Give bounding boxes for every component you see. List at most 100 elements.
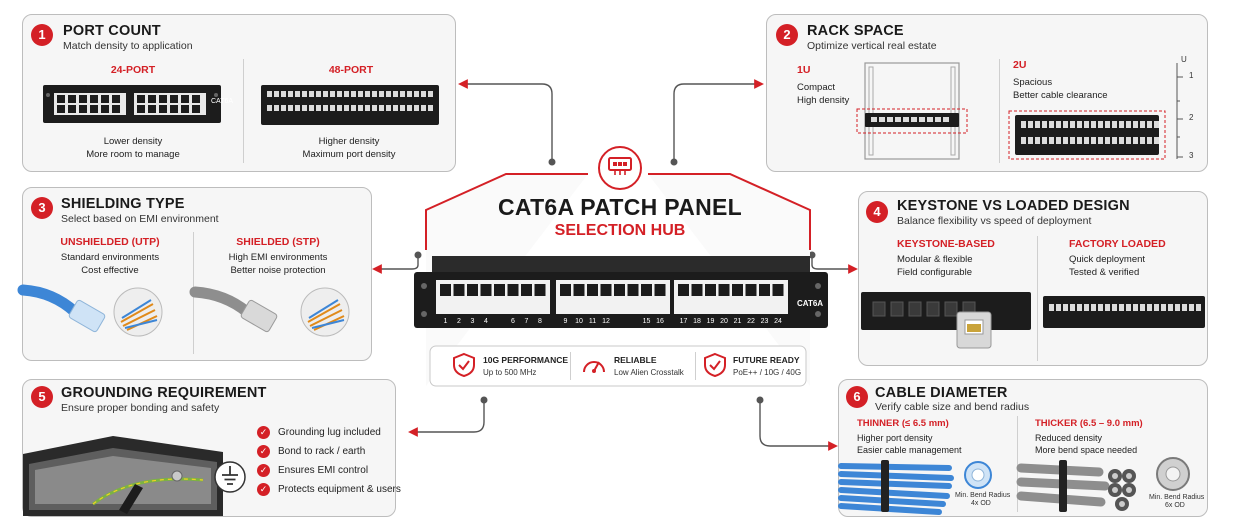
option-label: UNSHIELDED (UTP) (60, 236, 160, 248)
port-jack (1133, 121, 1138, 128)
port-number: 6 (511, 318, 515, 325)
port-jack (1182, 304, 1187, 311)
option-line1: Compact (797, 82, 836, 93)
port-jack (57, 105, 65, 113)
port-jack (1175, 304, 1180, 311)
port-number: 11 (588, 318, 597, 325)
port-jack (1189, 304, 1194, 311)
option-line1: Modular & flexible (897, 254, 973, 265)
port-jack (1105, 137, 1110, 144)
card-number: 3 (31, 197, 53, 219)
check-item: Protects equipment & users (278, 484, 401, 495)
port-jack (1119, 304, 1124, 311)
port-jack (1035, 137, 1040, 144)
option-label: FACTORY LOADED (1069, 238, 1166, 250)
port-jack (170, 95, 178, 103)
option-line2: Better noise protection (230, 265, 326, 276)
card-keystone: 4 KEYSTONE VS LOADED DESIGN Balance flex… (858, 191, 1208, 366)
port-number: 21 (733, 318, 742, 325)
port-jack (600, 284, 612, 296)
port-jack (1063, 121, 1068, 128)
port-jack (1049, 304, 1054, 311)
port-jack (358, 91, 363, 97)
card-subtitle: Optimize vertical real estate (807, 40, 937, 52)
card-rack-space: 2 RACK SPACE Optimize vertical real esta… (766, 14, 1208, 172)
port-jack (641, 284, 652, 296)
port-jack (1070, 304, 1075, 311)
port-jack (436, 280, 550, 314)
card-subtitle: Ensure proper bonding and safety (61, 402, 220, 414)
port-jack (288, 91, 293, 97)
feature-title: RELIABLE (614, 355, 657, 365)
port-jack (414, 91, 419, 97)
port-jack (79, 105, 87, 113)
port-jack (101, 105, 109, 113)
port-number: 18 (693, 318, 701, 325)
card-number: 1 (31, 24, 53, 46)
port-jack (1056, 137, 1061, 144)
hub-emblem (598, 146, 642, 190)
option-line2: Maximum port density (302, 149, 396, 160)
port-jack (654, 284, 666, 296)
port-jack (494, 284, 505, 296)
port-jack (1021, 137, 1026, 144)
option-line2: Cost effective (81, 265, 139, 276)
port-jack (1049, 137, 1054, 144)
port-jack (302, 91, 307, 97)
check-item: Grounding lug included (278, 427, 381, 438)
port-number: 24 (774, 318, 782, 325)
patch-panel-48-image (261, 85, 439, 125)
option-line1: Standard environments (60, 252, 160, 263)
card-title: PORT COUNT (63, 23, 161, 39)
keystone-panel-image (861, 292, 1031, 349)
port-jack (1070, 137, 1075, 144)
port-jack (274, 105, 279, 111)
port-jack (705, 284, 716, 296)
card-title: RACK SPACE (807, 23, 904, 39)
card-cable-diameter: 6 CABLE DIAMETER Verify cable size and b… (838, 379, 1208, 517)
bend-radius-value: 4x OD (971, 500, 991, 507)
port-jack (159, 95, 167, 103)
connector-cable-diameter (759, 400, 838, 451)
port-jack (274, 91, 279, 97)
card-shielding: 3 SHIELDING TYPE Select based on EMI env… (17, 187, 372, 361)
port-jack (1091, 137, 1096, 144)
hub-subtitle: SELECTION HUB (554, 222, 686, 239)
port-jack (1028, 137, 1033, 144)
card-number: 2 (776, 24, 798, 46)
port-jack (745, 284, 757, 296)
port-jack (1161, 304, 1166, 311)
port-jack (281, 105, 286, 111)
port-jack (1098, 304, 1103, 311)
port-jack (337, 91, 342, 97)
port-number: 22 (747, 318, 755, 325)
scale-tick: 3 (1189, 151, 1194, 160)
check-icon: ✓ (257, 464, 270, 477)
port-jack (678, 284, 689, 296)
thin-cable-cross-section-icon (964, 461, 992, 489)
port-jack (68, 95, 76, 103)
port-jack (295, 91, 300, 97)
port-jack (1028, 121, 1033, 128)
port-jack (1133, 304, 1138, 311)
port-jack (1105, 304, 1110, 311)
port-jack (393, 105, 398, 111)
port-jack (421, 105, 426, 111)
port-jack (181, 95, 189, 103)
port-jack (68, 105, 76, 113)
port-jack (1042, 137, 1047, 144)
option-line1: Reduced density (1035, 433, 1103, 443)
port-jack (112, 105, 120, 113)
port-jack (316, 105, 321, 111)
port-jack (323, 91, 328, 97)
hub-title: CAT6A PATCH PANEL (497, 194, 743, 220)
card-number: 4 (866, 201, 888, 223)
feature-sub: Up to 500 MHz (483, 368, 537, 377)
port-number: 4 (484, 318, 488, 325)
port-jack (1147, 121, 1152, 128)
port-jack (192, 95, 200, 103)
rack-2u-image (1008, 110, 1166, 160)
port-jack (309, 105, 314, 111)
port-jack (480, 284, 492, 296)
